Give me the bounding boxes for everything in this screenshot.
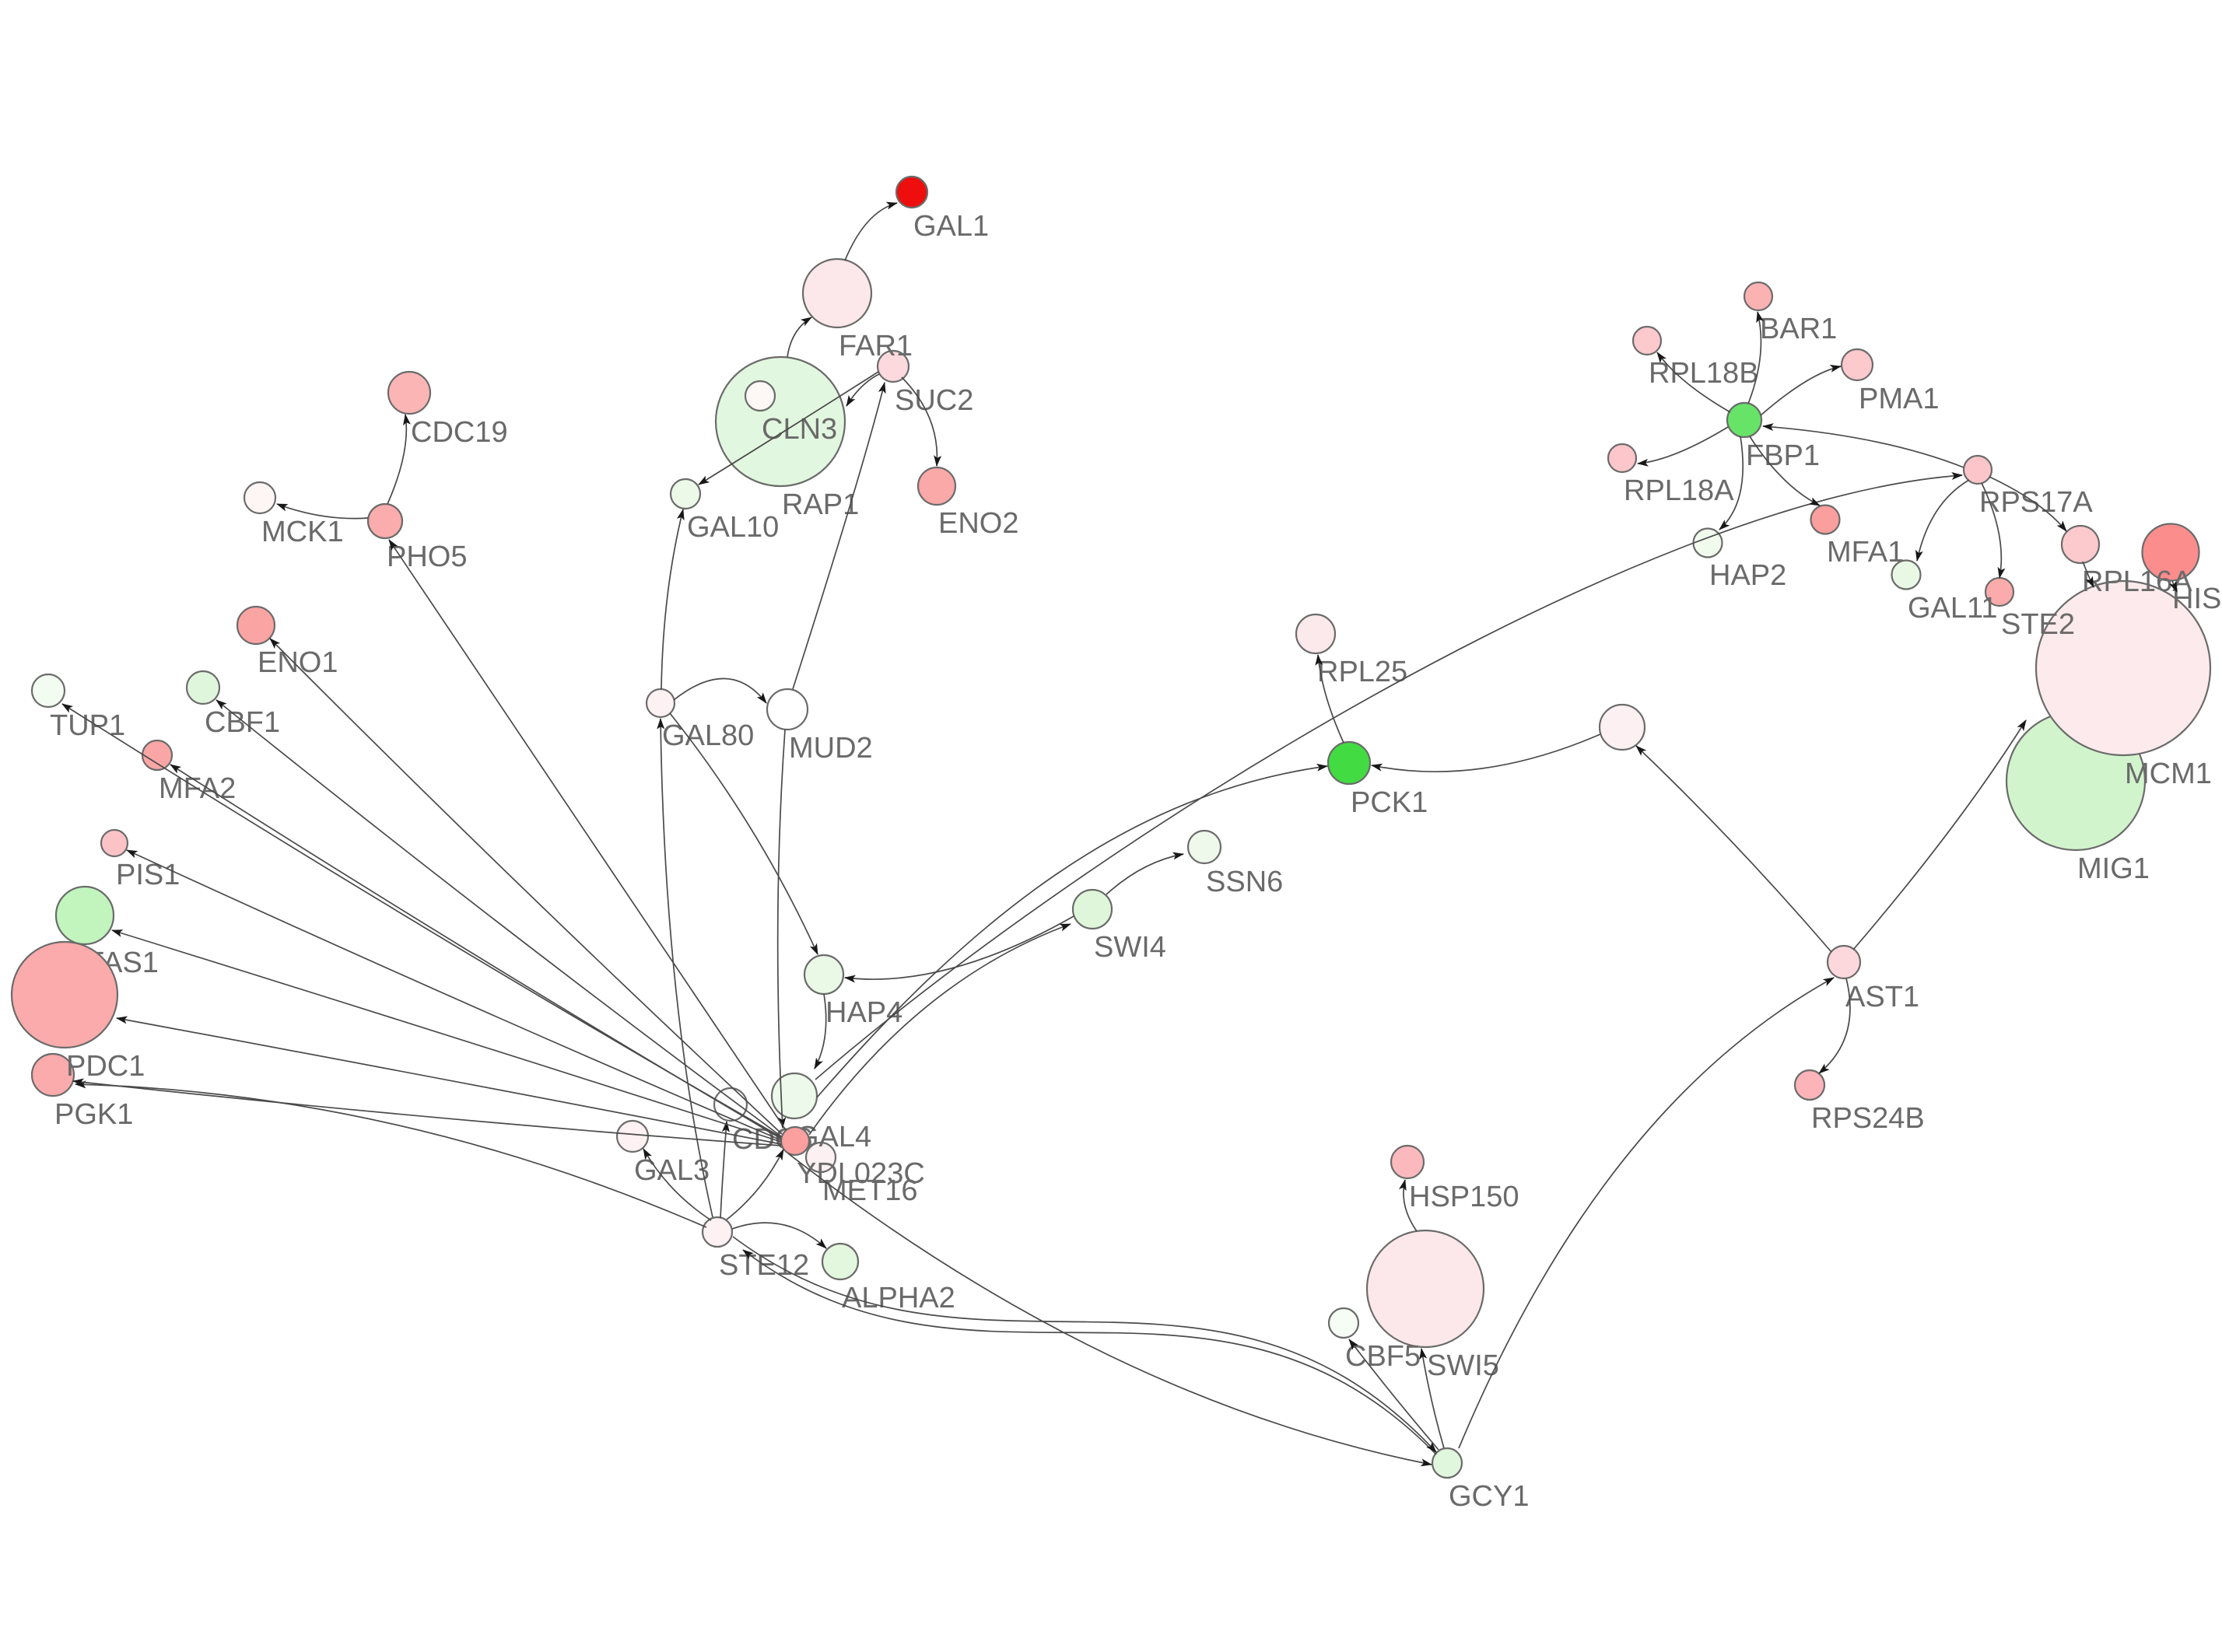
svg-text:CLN3: CLN3 [762, 413, 837, 446]
svg-text:GAL80: GAL80 [662, 719, 754, 752]
svg-text:CBF1: CBF1 [205, 706, 280, 739]
svg-text:SWI5: SWI5 [1427, 1349, 1499, 1382]
svg-text:RPS24B: RPS24B [1811, 1102, 1925, 1135]
svg-text:MFA1: MFA1 [1827, 536, 1904, 569]
svg-text:CDC19: CDC19 [411, 416, 508, 449]
svg-text:GAL3: GAL3 [634, 1154, 710, 1187]
svg-text:PCK1: PCK1 [1351, 786, 1428, 819]
svg-text:SSN6: SSN6 [1206, 866, 1283, 898]
svg-text:GAL11: GAL11 [1908, 592, 1997, 625]
svg-text:RPL18B: RPL18B [1649, 357, 1759, 390]
svg-text:RPS17A: RPS17A [1979, 486, 2093, 519]
svg-text:RAP1: RAP1 [782, 488, 859, 521]
svg-text:MIG1: MIG1 [2077, 852, 2150, 885]
svg-text:ENO1: ENO1 [258, 646, 338, 679]
svg-text:GCY1: GCY1 [1449, 1480, 1529, 1513]
svg-text:HIS4: HIS4 [2172, 583, 2222, 615]
svg-text:YDL023C: YDL023C [797, 1157, 925, 1190]
svg-text:PHO5: PHO5 [387, 541, 467, 573]
svg-text:HAP2: HAP2 [1709, 559, 1786, 592]
svg-text:FBP1: FBP1 [1746, 439, 1820, 472]
svg-text:ENO2: ENO2 [938, 507, 1018, 540]
svg-text:FAR1: FAR1 [839, 330, 913, 362]
svg-text:TUP1: TUP1 [50, 709, 125, 742]
svg-text:ALPHA2: ALPHA2 [842, 1282, 955, 1314]
svg-text:MCK1: MCK1 [261, 516, 344, 548]
svg-text:AST1: AST1 [1845, 981, 1919, 1013]
svg-text:SWI4: SWI4 [1094, 931, 1166, 964]
svg-text:PGK1: PGK1 [54, 1098, 133, 1131]
svg-text:PMA1: PMA1 [1859, 383, 1939, 415]
svg-text:GAL1: GAL1 [913, 210, 989, 243]
svg-text:CBF5: CBF5 [1345, 1340, 1421, 1373]
svg-text:HSP150: HSP150 [1409, 1181, 1519, 1213]
svg-text:GAL10: GAL10 [687, 511, 779, 544]
svg-text:HAP4: HAP4 [825, 996, 902, 1029]
svg-text:BAR1: BAR1 [1760, 313, 1837, 345]
svg-text:MCM1: MCM1 [2125, 758, 2212, 790]
svg-text:MUD2: MUD2 [789, 732, 873, 765]
svg-text:RPL18A: RPL18A [1624, 474, 1734, 507]
svg-text:SUC2: SUC2 [895, 384, 973, 417]
svg-text:PIS1: PIS1 [116, 859, 180, 891]
svg-text:STE2: STE2 [2001, 608, 2075, 641]
svg-text:PDC1: PDC1 [66, 1050, 145, 1083]
svg-text:RPL25: RPL25 [1317, 656, 1407, 688]
